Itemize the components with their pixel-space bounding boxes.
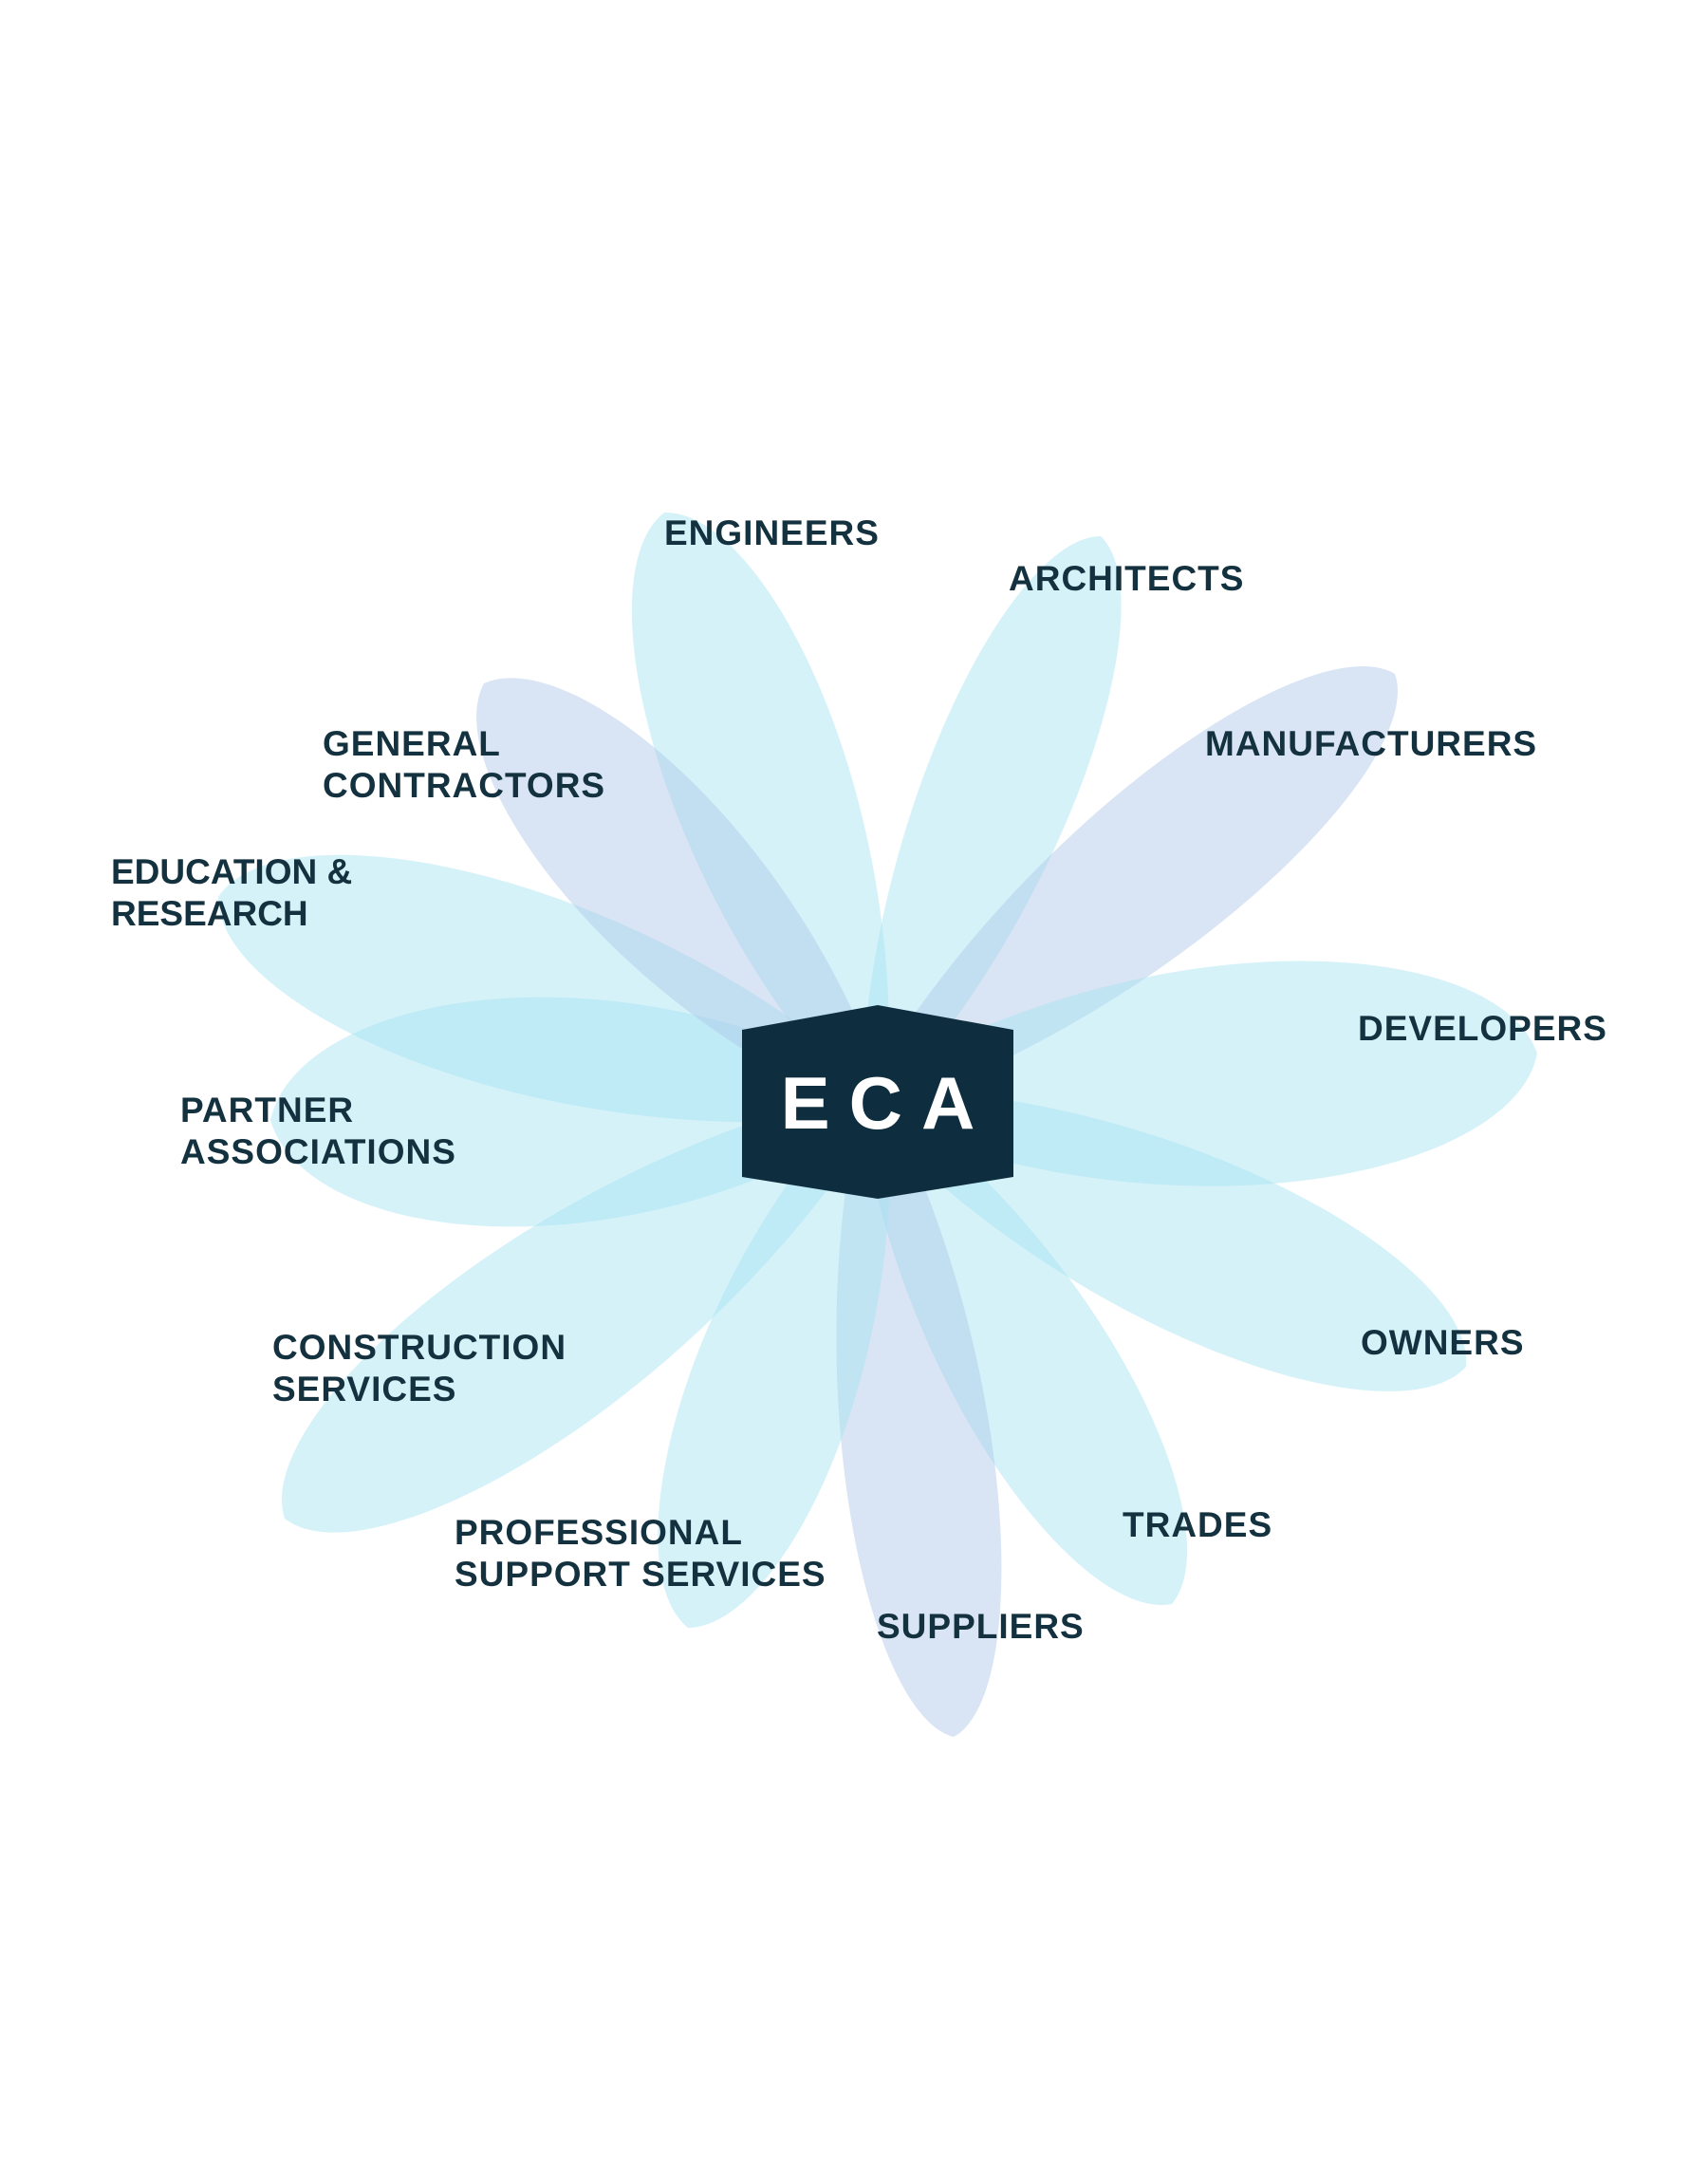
petal-developers [840,961,1537,1186]
node-general-contractors-line-2: CONTRACTORS [323,766,606,805]
node-professional-support-services: PROFESSIONAL SUPPORT SERVICES [455,1512,826,1595]
petal-education-research [217,854,905,1123]
node-partner-associations: PARTNER ASSOCIATIONS [180,1090,456,1173]
node-owners: OWNERS [1361,1322,1525,1364]
petal-professional-support-services [658,1069,890,1628]
petal-general-contractors [476,678,896,1126]
petal-manufacturers [846,665,1398,1123]
node-trades-line-1: TRADES [1123,1505,1273,1544]
petal-trades [856,1072,1188,1606]
node-construction-services-line-2: SERVICES [272,1370,457,1409]
node-professional-support-services-line-1: PROFESSIONAL [455,1513,743,1552]
node-construction-services: CONSTRUCTION SERVICES [272,1327,566,1410]
eca-hub-label: ECA [780,1060,994,1145]
petal-architects [860,535,1122,1132]
petal-construction-services [281,1081,900,1533]
node-manufacturers-line-1: MANUFACTURERS [1205,724,1538,763]
node-architects: ARCHITECTS [1009,558,1244,600]
node-partner-associations-line-2: ASSOCIATIONS [180,1132,456,1171]
node-owners-line-1: OWNERS [1361,1323,1525,1362]
node-education-research-line-2: RESEARCH [111,894,308,933]
node-suppliers-line-1: SUPPLIERS [877,1607,1085,1646]
eca-hub-shape [742,1005,1013,1199]
node-professional-support-services-line-2: SUPPORT SERVICES [455,1555,826,1594]
node-general-contractors-line-1: GENERAL [323,724,501,763]
node-general-contractors: GENERAL CONTRACTORS [323,723,605,807]
node-architects-line-1: ARCHITECTS [1009,559,1245,598]
node-manufacturers: MANUFACTURERS [1205,723,1537,765]
node-trades: TRADES [1123,1504,1272,1546]
node-construction-services-line-1: CONSTRUCTION [272,1328,567,1367]
node-education-research-line-1: EDUCATION & [111,852,353,891]
petal-engineers [631,512,890,1132]
node-education-research: EDUCATION & RESEARCH [111,851,352,935]
node-suppliers: SUPPLIERS [877,1606,1085,1648]
node-partner-associations-line-1: PARTNER [180,1091,355,1129]
node-developers-line-1: DEVELOPERS [1358,1009,1607,1048]
node-developers: DEVELOPERS [1358,1008,1607,1050]
node-engineers: ENGINEERS [664,513,880,554]
petal-suppliers [836,1068,1002,1737]
node-engineers-line-1: ENGINEERS [664,513,880,552]
